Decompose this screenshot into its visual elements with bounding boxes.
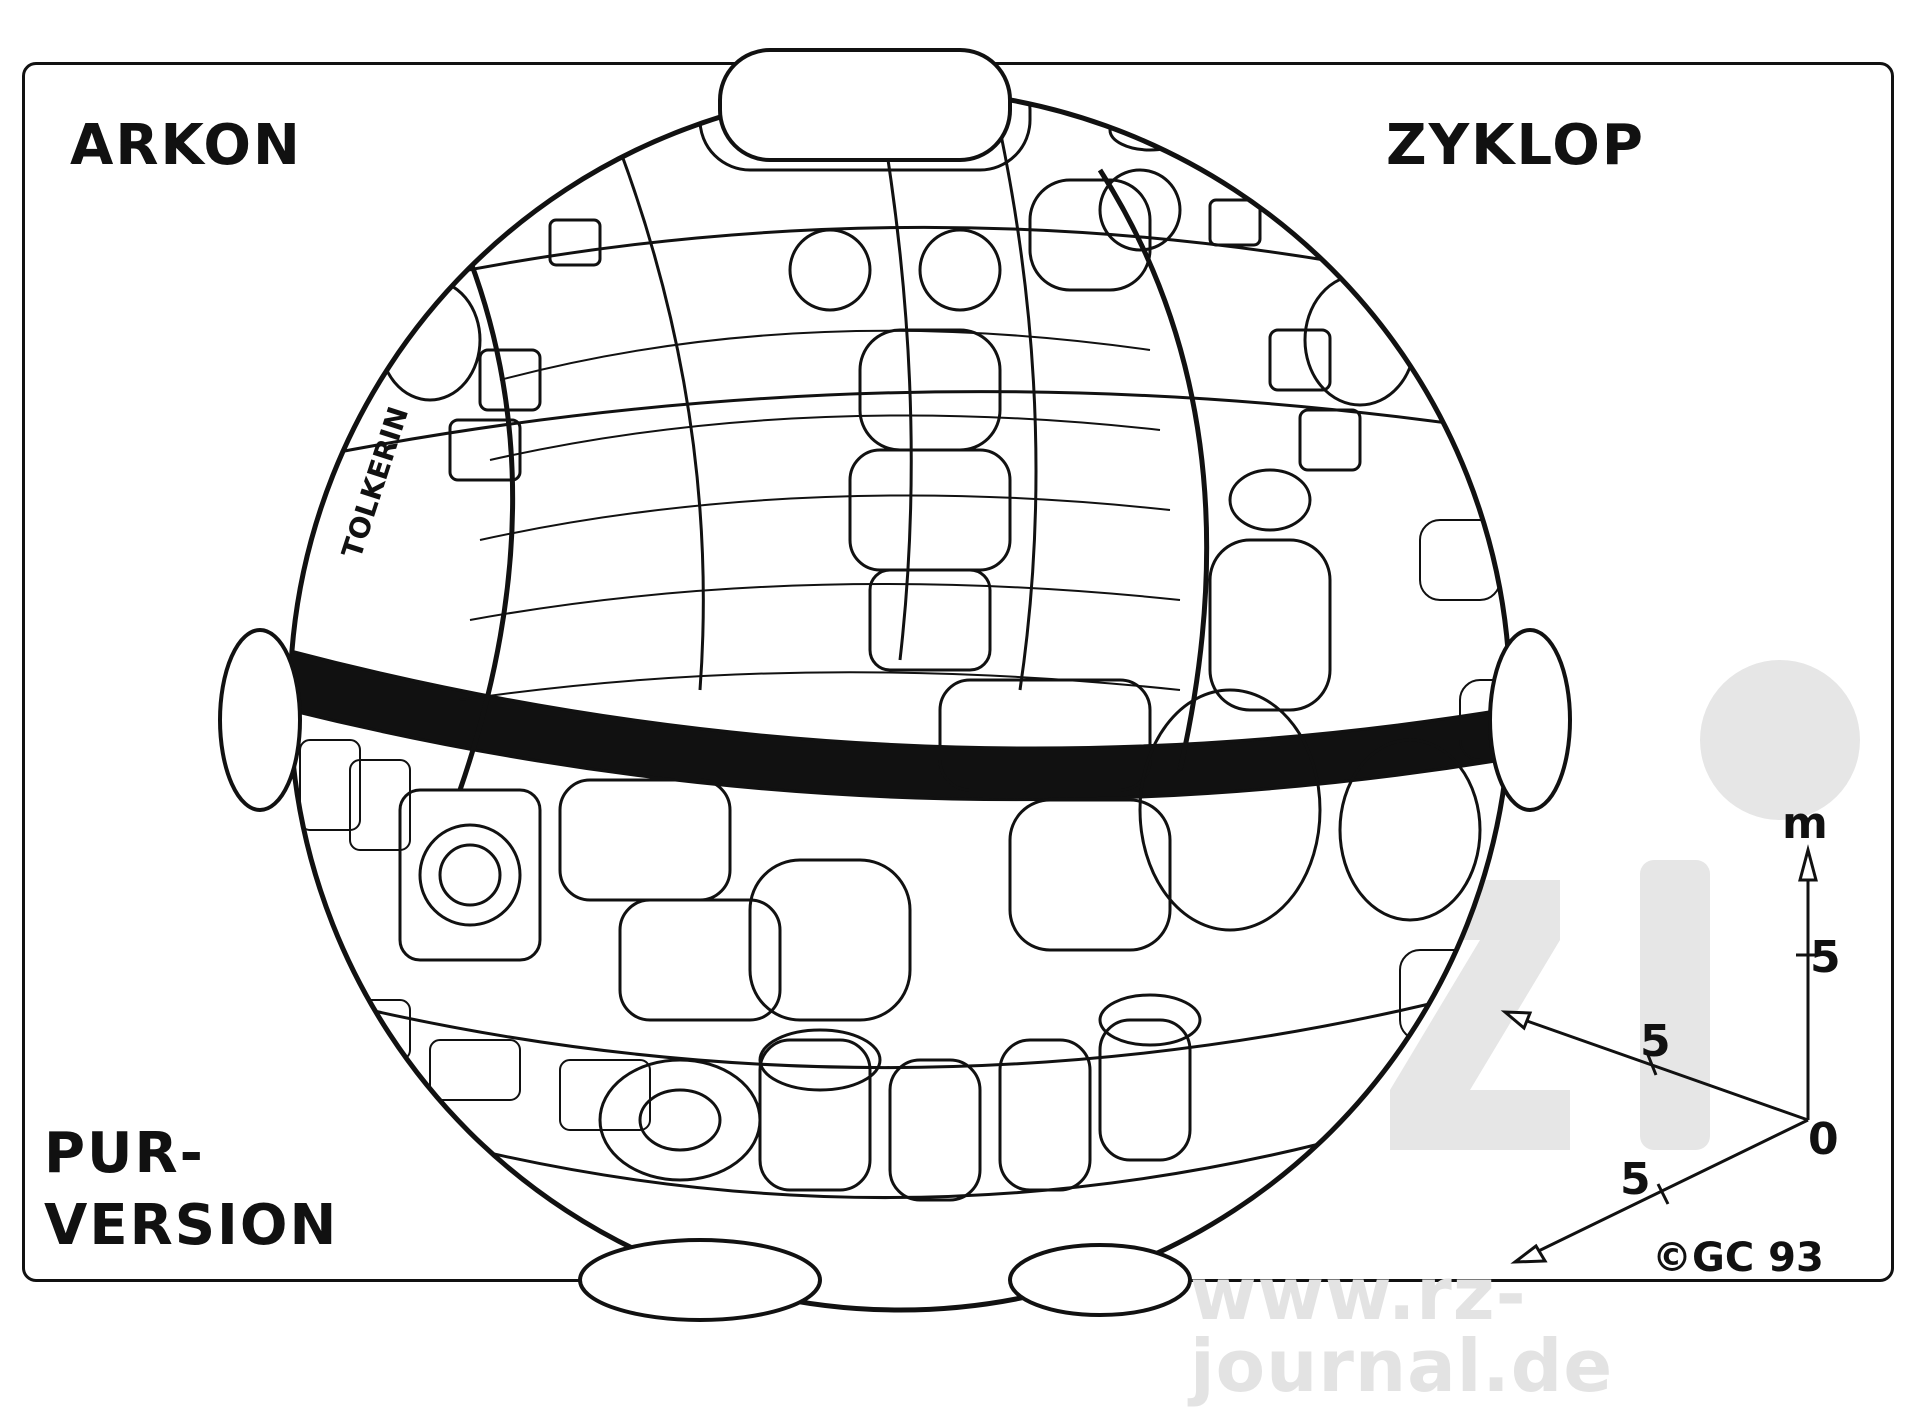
arrow-vertical [1798, 844, 1818, 882]
variant-line-1: PUR- [44, 1121, 205, 1186]
right-pod [1488, 628, 1572, 812]
arrow-width [1510, 1243, 1548, 1264]
cutaway-wall-right [1097, 168, 1210, 771]
bottom-pod [578, 1238, 822, 1322]
cutaway-wall-left [457, 259, 516, 791]
axis-unit-label: m [1782, 798, 1828, 849]
sphere-ship-illustration: TOLKERIN [218, 48, 1572, 1322]
axis-width-tick-label: 5 [1620, 1154, 1651, 1205]
axis-vertical-tick-label: 5 [1810, 932, 1841, 983]
axis-width [1519, 1118, 1809, 1262]
title-right: ZYKLOP [1386, 113, 1645, 178]
left-pod [218, 628, 302, 812]
tick-depth [1646, 1054, 1658, 1076]
top-pod [718, 48, 1012, 162]
title-left: ARKON [70, 113, 302, 178]
axis-depth [1509, 1013, 1809, 1122]
arrow-depth [1500, 1010, 1533, 1031]
scale-axes [1500, 844, 1820, 1264]
axis-origin-label: 0 [1808, 1114, 1839, 1165]
variant-label: PUR- VERSION [44, 1118, 338, 1262]
axis-depth-tick-label: 5 [1640, 1016, 1671, 1067]
copyright-credit: ©GC 93 [1652, 1235, 1824, 1281]
equator-band [290, 638, 1510, 802]
variant-line-2: VERSION [44, 1193, 339, 1258]
tick-width [1656, 1183, 1670, 1205]
